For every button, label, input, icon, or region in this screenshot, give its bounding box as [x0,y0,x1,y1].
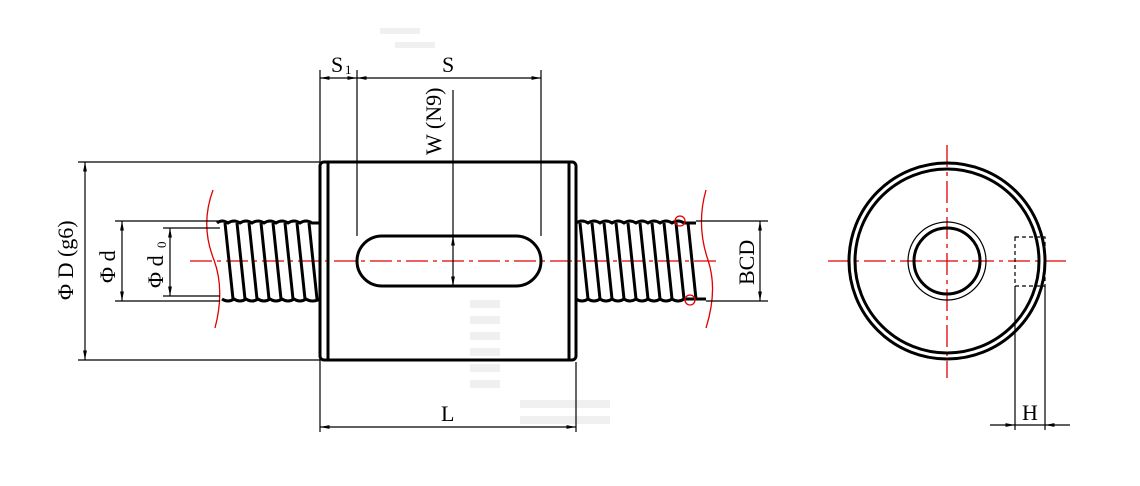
key-slot-hidden [1014,236,1046,287]
watermark [380,28,610,424]
bore-circle [912,226,982,296]
key-slot [355,234,543,288]
dim-w-label: W (N9) [421,88,446,155]
dim-h-label: H [1022,400,1038,425]
outer-diameter-circle [847,161,1047,361]
dim-phi-d-label: Φ d [95,250,120,283]
ball-marker [684,294,696,306]
dimensions: S 1 S W (N9) Φ D (g6) Φ d Φ d 0 BCD L [53,52,768,432]
dim-phi-d0-subscript: 0 [154,242,169,249]
dim-s-label: S [442,52,454,77]
ball-marker [674,215,686,227]
dim-bcd-label: BCD [734,240,759,285]
right-screw-thread [575,189,714,329]
dim-s1-subscript: 1 [345,62,352,77]
dim-phi-d0-label: Φ d [143,255,168,288]
break-line [700,189,714,329]
dim-s1-label: S [331,52,343,77]
nut-end-view: H [828,145,1070,430]
nut-side-view [190,160,720,362]
dim-l-label: L [441,401,454,426]
break-line [206,189,221,329]
left-screw-thread [206,189,321,329]
dim-phi-D-label: Φ D (g6) [53,220,78,300]
